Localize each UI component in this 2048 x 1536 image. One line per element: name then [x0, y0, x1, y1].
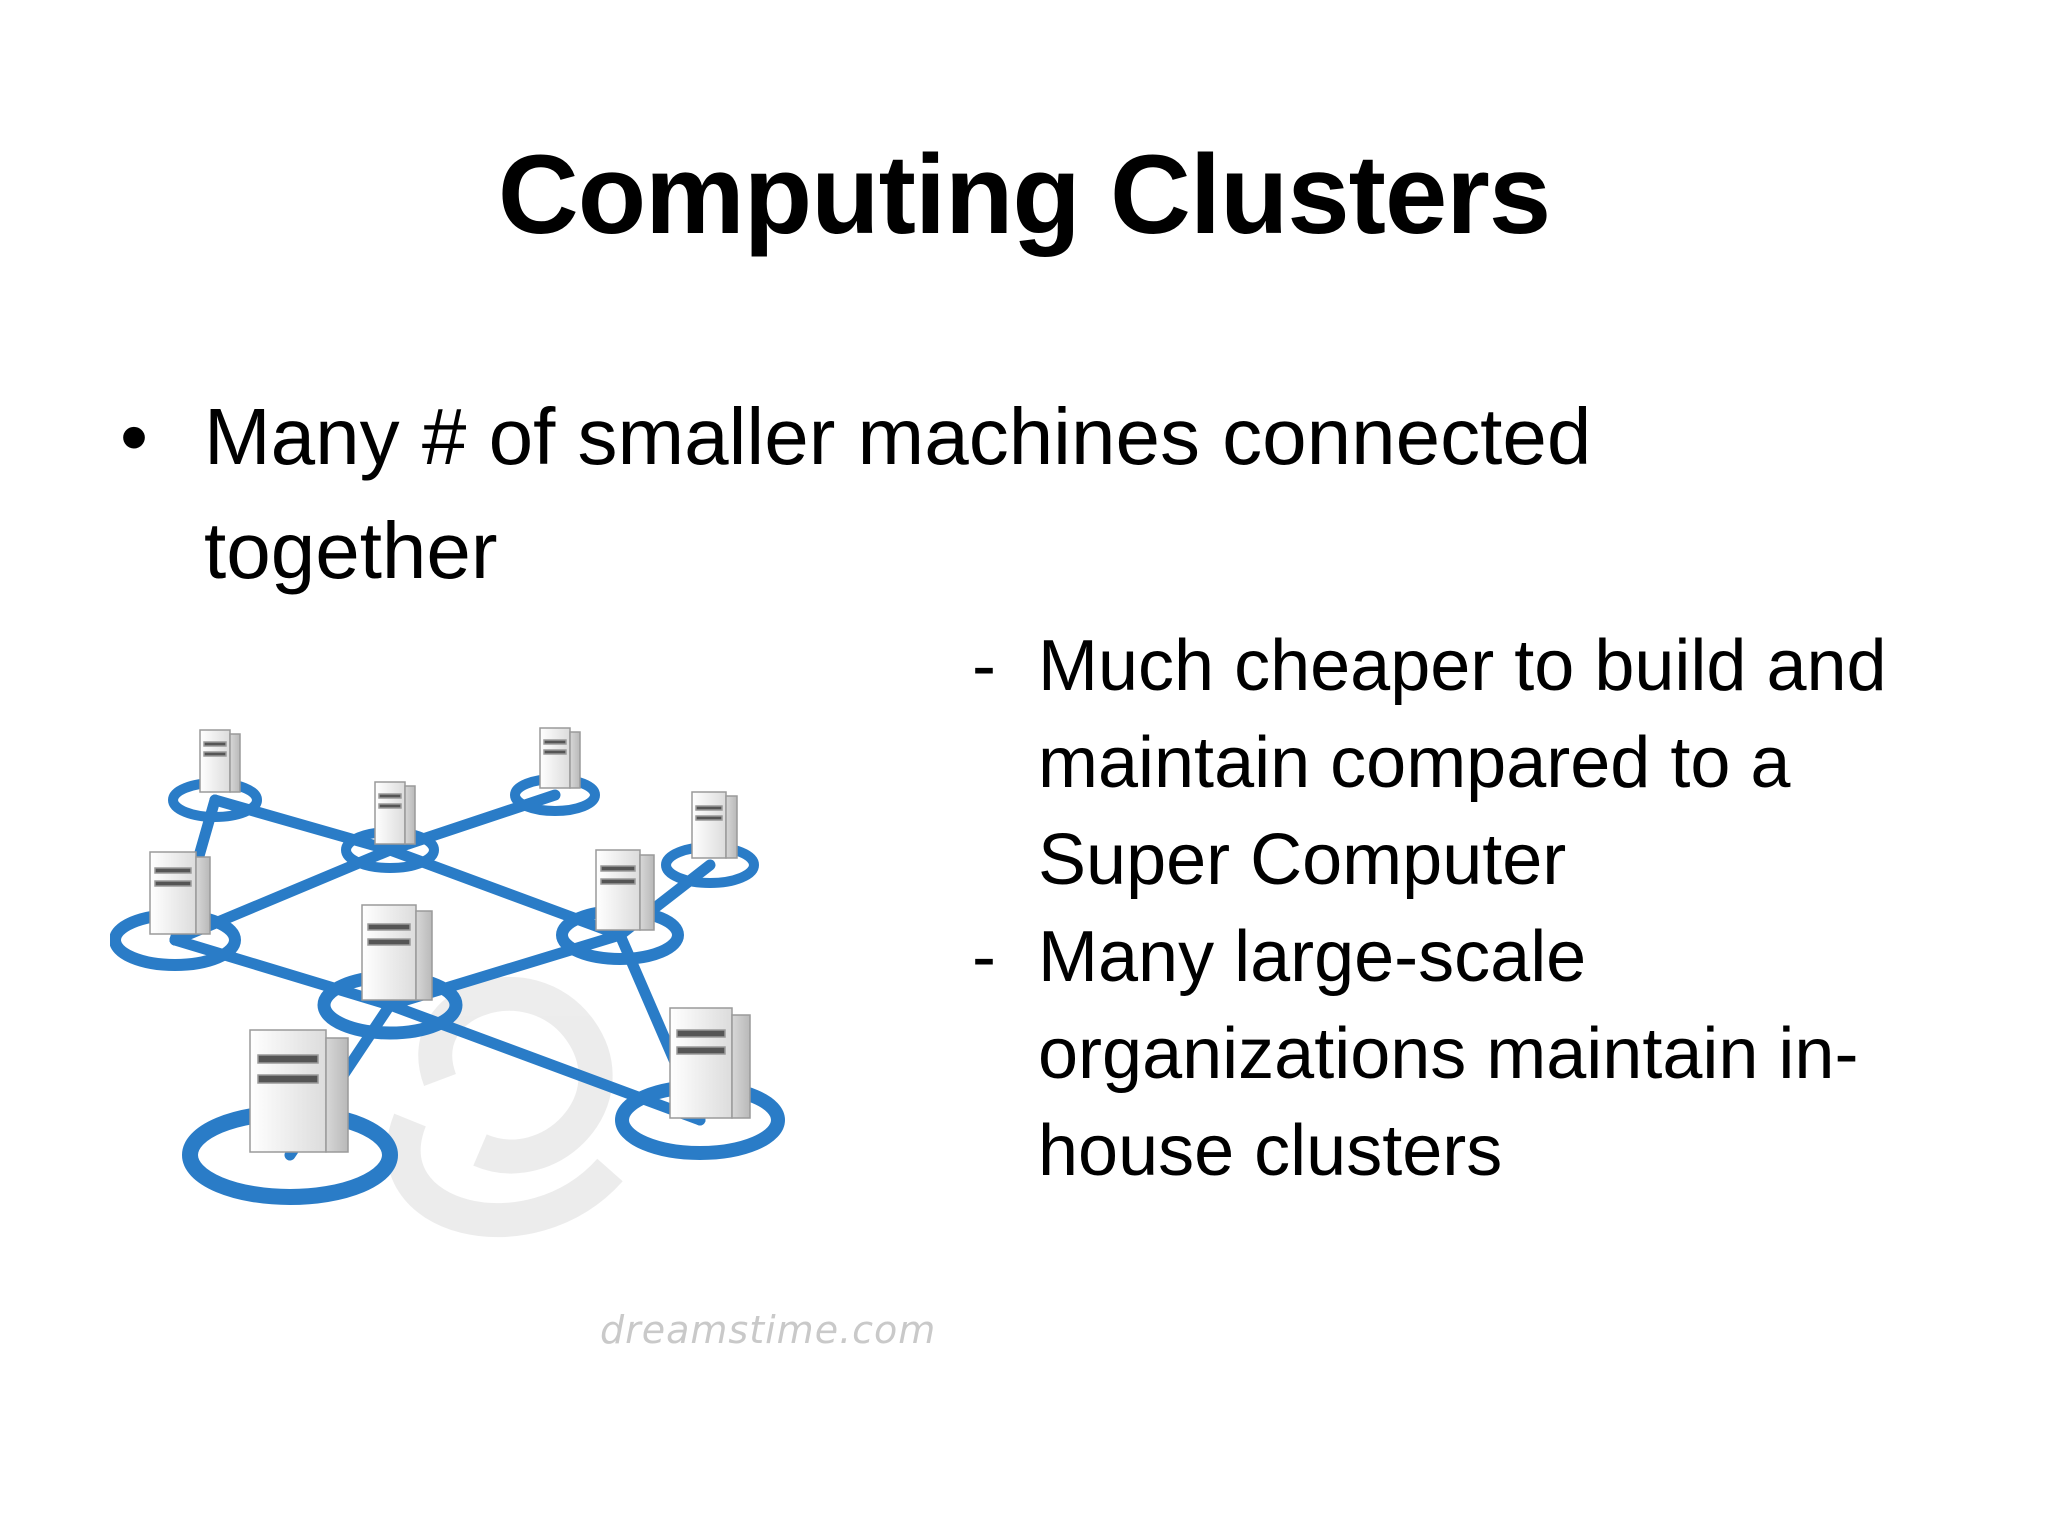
sub-bullet-item: - Much cheaper to build and maintain com…	[960, 618, 2000, 909]
server-tower	[669, 1007, 751, 1119]
server-tower	[374, 781, 416, 845]
bullet-marker: •	[120, 392, 149, 481]
server-tower	[539, 727, 581, 789]
slide-title: Computing Clusters	[497, 132, 1551, 257]
dash-marker: -	[972, 917, 996, 997]
server-tower	[249, 1029, 349, 1153]
sub-bullet-list: - Much cheaper to build and maintain com…	[960, 618, 2000, 1200]
server-tower	[149, 851, 211, 935]
sub-bullet-text: Much cheaper to build and maintain compa…	[1038, 626, 1887, 900]
main-bullet: • Many # of smaller machines connected t…	[120, 380, 1720, 608]
server-tower	[691, 791, 738, 859]
image-watermark: dreamstime.com	[600, 1308, 937, 1352]
server-network-illustration	[109, 700, 910, 1360]
server-towers	[149, 727, 751, 1153]
sub-bullet-text: Many large-scale organizations maintain …	[1038, 917, 1859, 1191]
server-tower	[361, 904, 433, 1001]
network-rings	[109, 774, 785, 1205]
sub-bullet-item: - Many large-scale organizations maintai…	[960, 909, 2000, 1200]
main-bullet-text: Many # of smaller machines connected tog…	[204, 392, 1592, 595]
dash-marker: -	[972, 626, 996, 706]
server-network-icon	[109, 727, 785, 1238]
server-tower	[595, 849, 655, 931]
server-tower	[199, 729, 241, 793]
